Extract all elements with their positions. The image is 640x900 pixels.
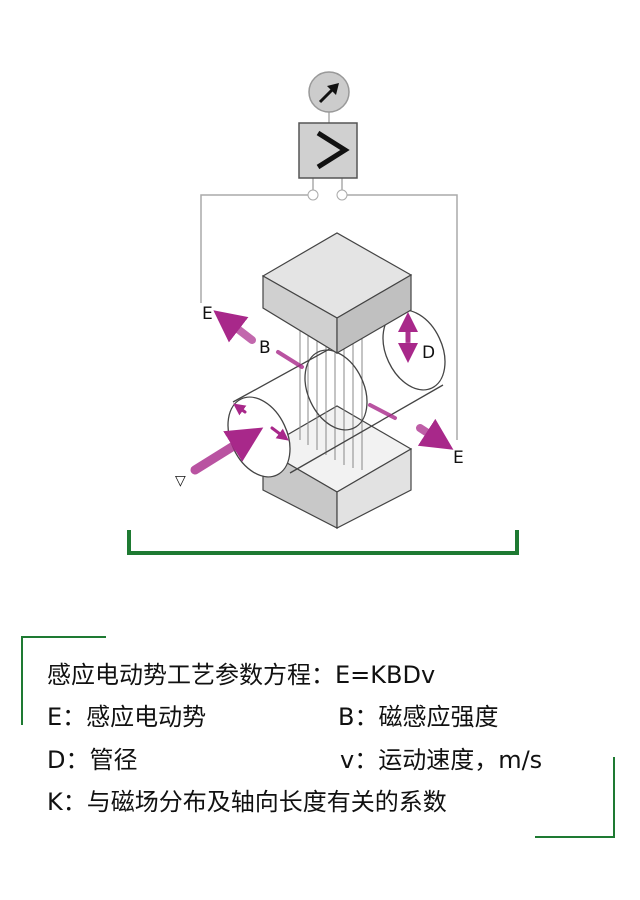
definition-b: B：磁感应强度 <box>338 703 499 731</box>
label-b: B <box>259 338 271 358</box>
emf-arrow-left <box>213 310 256 344</box>
b-pointer-right <box>368 403 397 420</box>
b-pointer <box>276 350 304 369</box>
bracket-divider <box>127 530 519 555</box>
emf-arrow-right <box>416 418 454 450</box>
terminal-left-icon <box>307 189 319 201</box>
definition-e: E：感应电动势 <box>47 703 207 731</box>
label-d: D <box>422 343 435 363</box>
amplifier-icon <box>298 122 358 179</box>
signal-wires <box>200 112 458 440</box>
arrows <box>190 310 454 475</box>
definition-k: K：与磁场分布及轴向长度有关的系数 <box>47 788 447 816</box>
terminal-right-icon <box>336 189 348 201</box>
flow-arrow <box>190 427 264 475</box>
definition-d: D：管径 <box>47 746 138 774</box>
equation-title: 感应电动势工艺参数方程：E=KBDv <box>47 661 436 689</box>
label-e-right: E <box>453 448 464 468</box>
definition-v: v：运动速度，m/s <box>340 746 543 774</box>
frame-corner-bottom-right <box>535 757 615 838</box>
top-magnet <box>261 232 413 355</box>
label-e-left: E <box>202 304 213 324</box>
gauge-icon <box>308 71 350 113</box>
label-flow: ▽ <box>175 473 186 489</box>
frame-corner-top-left <box>21 636 106 725</box>
